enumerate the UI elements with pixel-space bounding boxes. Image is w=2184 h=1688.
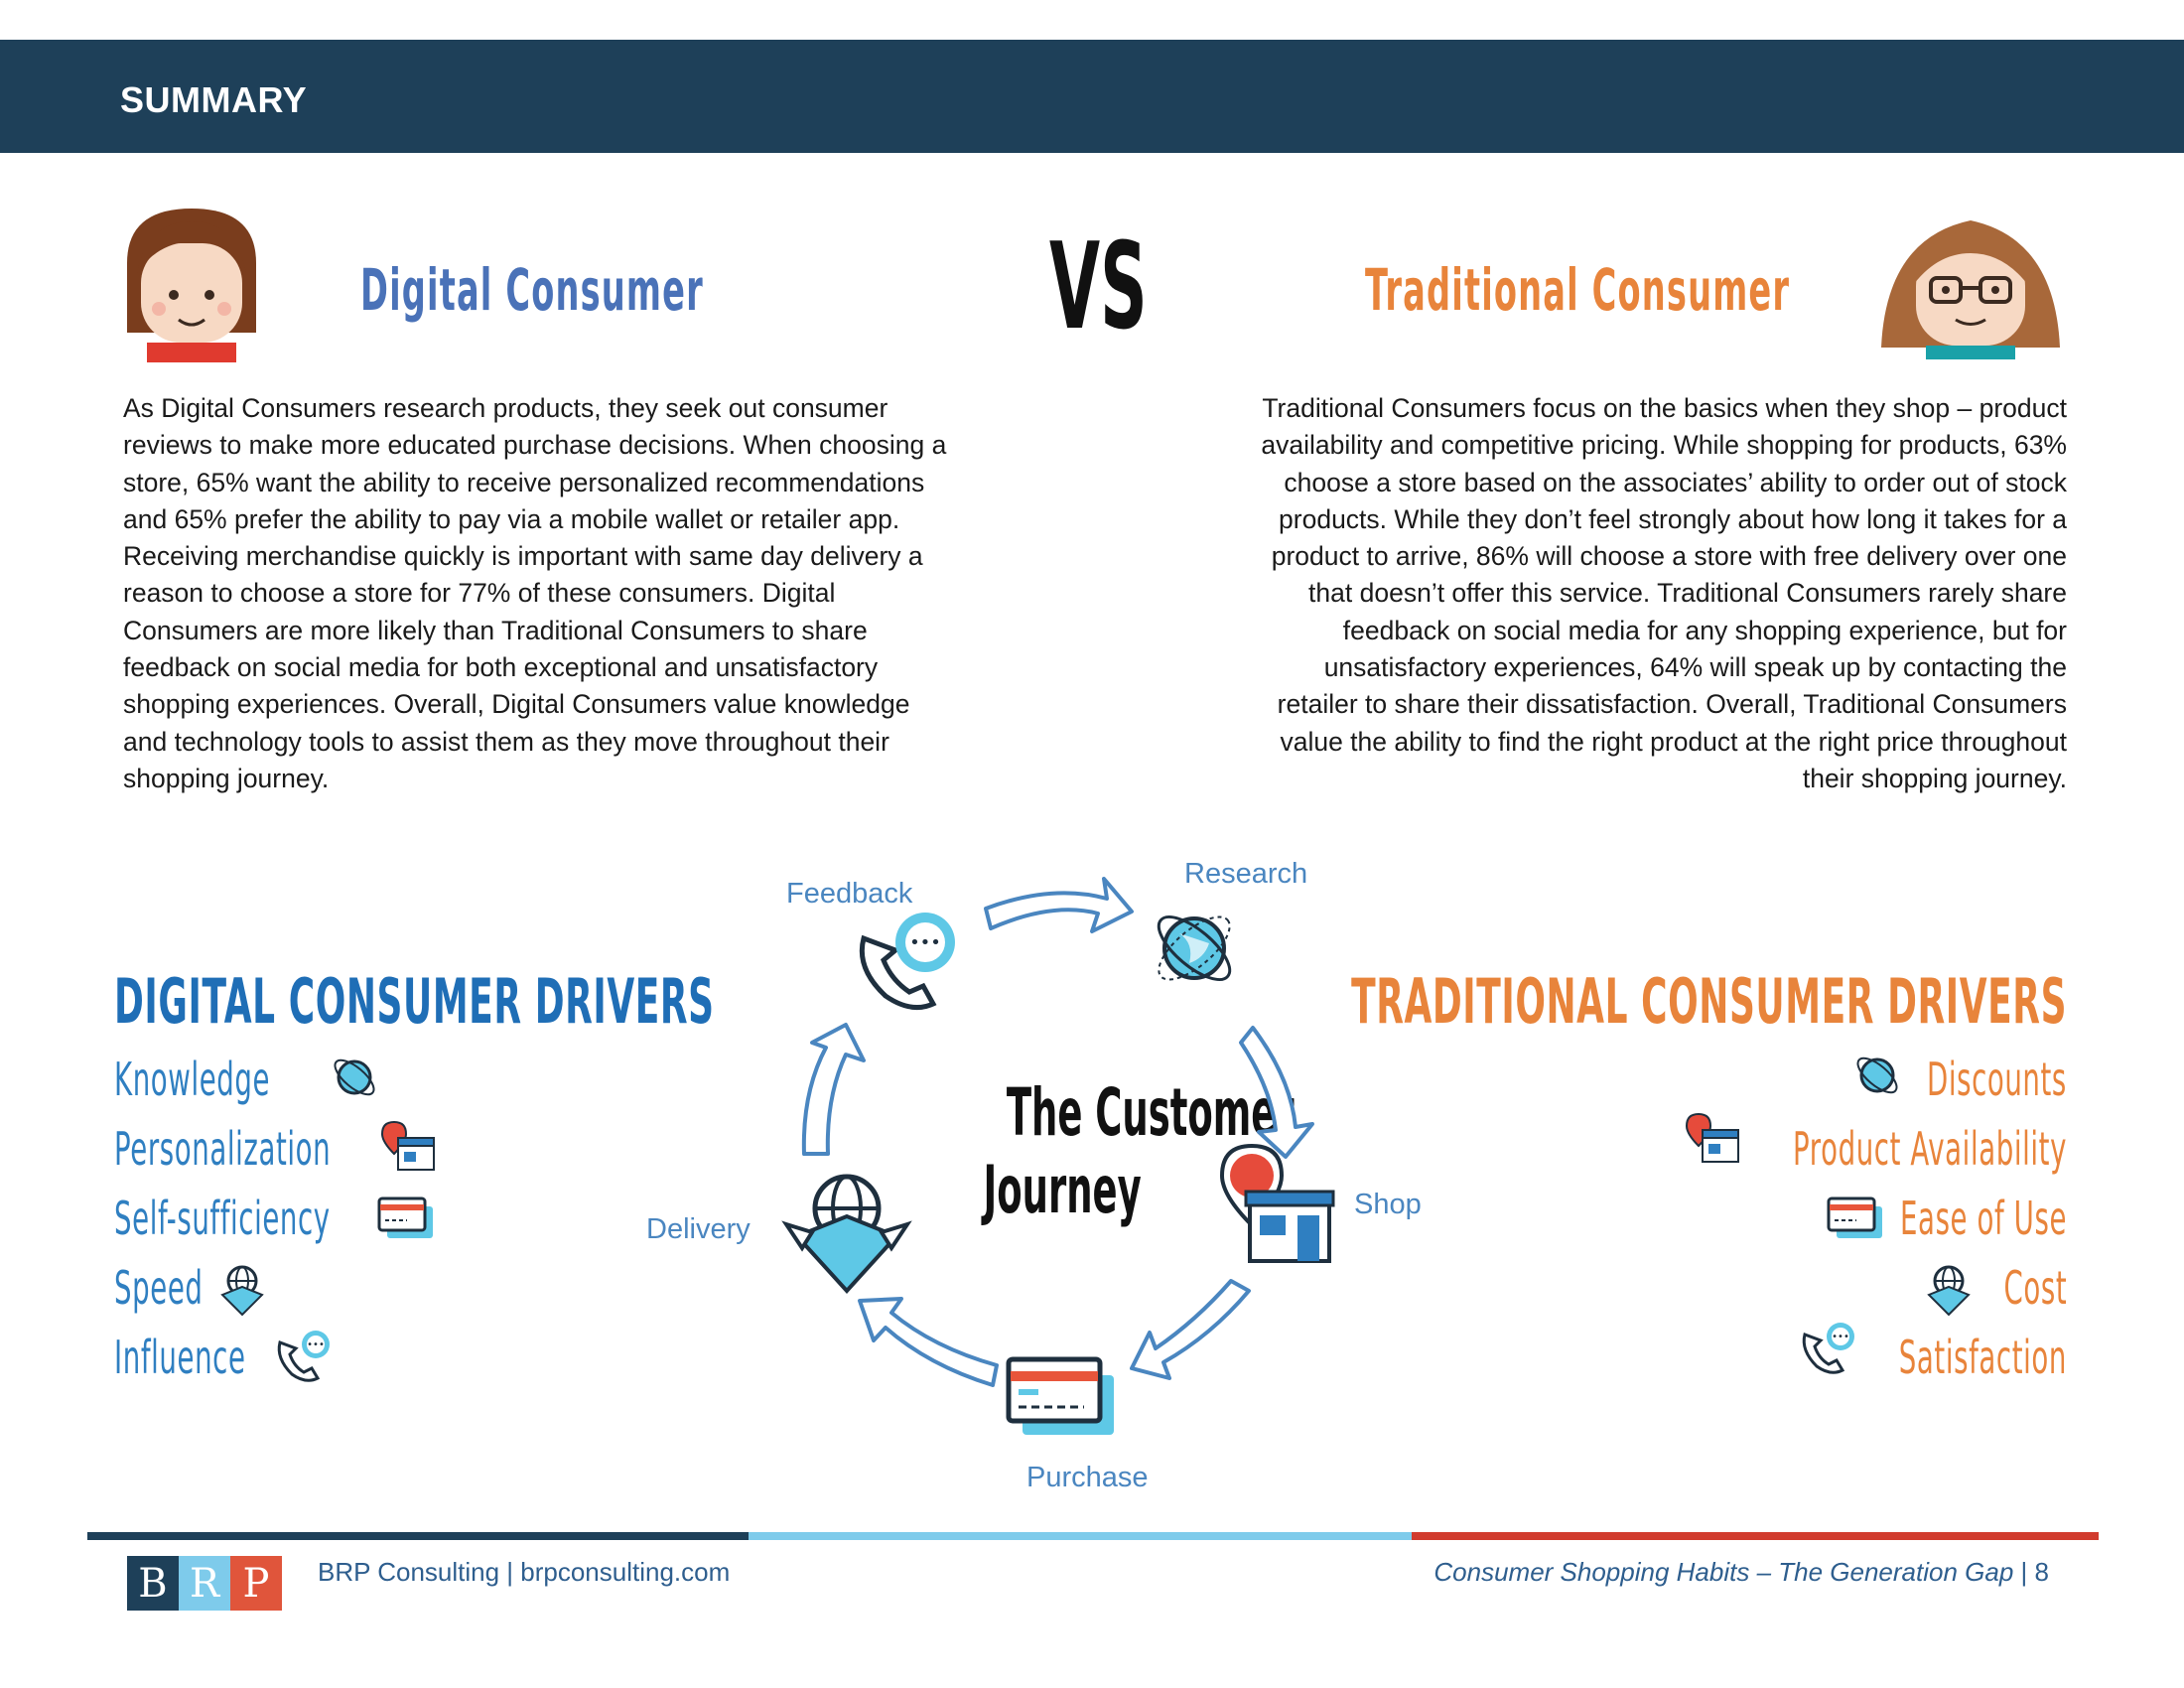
female-avatar-icon [127, 209, 256, 362]
chat-phone-icon: ••• [1802, 1323, 1854, 1374]
stage-label-feedback: Feedback [786, 878, 913, 910]
stage-label-research: Research [1184, 858, 1308, 890]
customer-journey-title: The Customer Journey [983, 1074, 1295, 1228]
digital-consumer-title: Digital Consumer [360, 256, 704, 324]
digital-driver-knowledge: Knowledge [114, 1053, 271, 1106]
stage-label-delivery: Delivery [646, 1213, 751, 1245]
digital-driver-speed: Speed [114, 1261, 204, 1315]
globe-satellite-icon [1157, 915, 1232, 981]
traditional-consumer-title: Traditional Consumer [1365, 256, 1791, 324]
stage-label-purchase: Purchase [1026, 1462, 1149, 1493]
footer-document-title: Consumer Shopping Habits – The Generatio… [1433, 1557, 2049, 1587]
brp-logo: B R P [127, 1556, 282, 1611]
location-store-icon [1685, 1112, 1739, 1163]
stage-label-shop: Shop [1354, 1189, 1422, 1220]
traditional-driver-ease-of-use: Ease of Use [1899, 1192, 2067, 1245]
location-store-icon [380, 1120, 435, 1171]
svg-text:•••: ••• [307, 1339, 325, 1350]
page-title: SUMMARY [120, 79, 308, 120]
digital-consumer-paragraph: As Digital Consumers research products, … [123, 393, 947, 793]
credit-card-icon [377, 1196, 433, 1238]
digital-driver-personalization: Personalization [114, 1122, 332, 1176]
header-bar [0, 40, 2184, 153]
globe-box-icon [1927, 1265, 1971, 1317]
traditional-driver-product-availability: Product Availability [1792, 1122, 2067, 1176]
traditional-consumer-paragraph: Traditional Consumers focus on the basic… [1261, 393, 2067, 793]
footer-company: BRP Consulting | brpconsulting.com [318, 1557, 731, 1587]
globe-satellite-icon [1856, 1056, 1898, 1094]
traditional-driver-cost: Cost [2003, 1261, 2067, 1315]
credit-card-icon [1827, 1196, 1882, 1238]
female-glasses-avatar-icon [1881, 220, 2060, 359]
globe-box-icon [781, 1174, 912, 1294]
chat-phone-icon: ••• [859, 913, 955, 1011]
digital-drivers-title: DIGITAL CONSUMER DRIVERS [114, 965, 715, 1038]
footer-rule-dark [87, 1532, 749, 1540]
globe-satellite-icon [334, 1058, 375, 1096]
traditional-driver-satisfaction: Satisfaction [1898, 1331, 2067, 1384]
location-store-icon [1219, 1143, 1335, 1263]
footer-rule-red [1412, 1532, 2099, 1540]
vs-label: VS [1049, 218, 1148, 356]
svg-text:•••: ••• [909, 932, 941, 953]
footer-rule-light [749, 1532, 1412, 1540]
digital-driver-influence: Influence [114, 1331, 246, 1384]
digital-driver-self-sufficiency: Self-sufficiency [114, 1192, 331, 1245]
traditional-drivers-title: TRADITIONAL CONSUMER DRIVERS [1351, 965, 2067, 1038]
svg-text:•••: ••• [1832, 1332, 1849, 1342]
chat-phone-icon: ••• [277, 1331, 330, 1382]
page-number: 8 [2034, 1557, 2049, 1587]
traditional-driver-discounts: Discounts [1927, 1053, 2067, 1106]
credit-card-icon [1006, 1356, 1114, 1435]
globe-box-icon [220, 1265, 264, 1317]
